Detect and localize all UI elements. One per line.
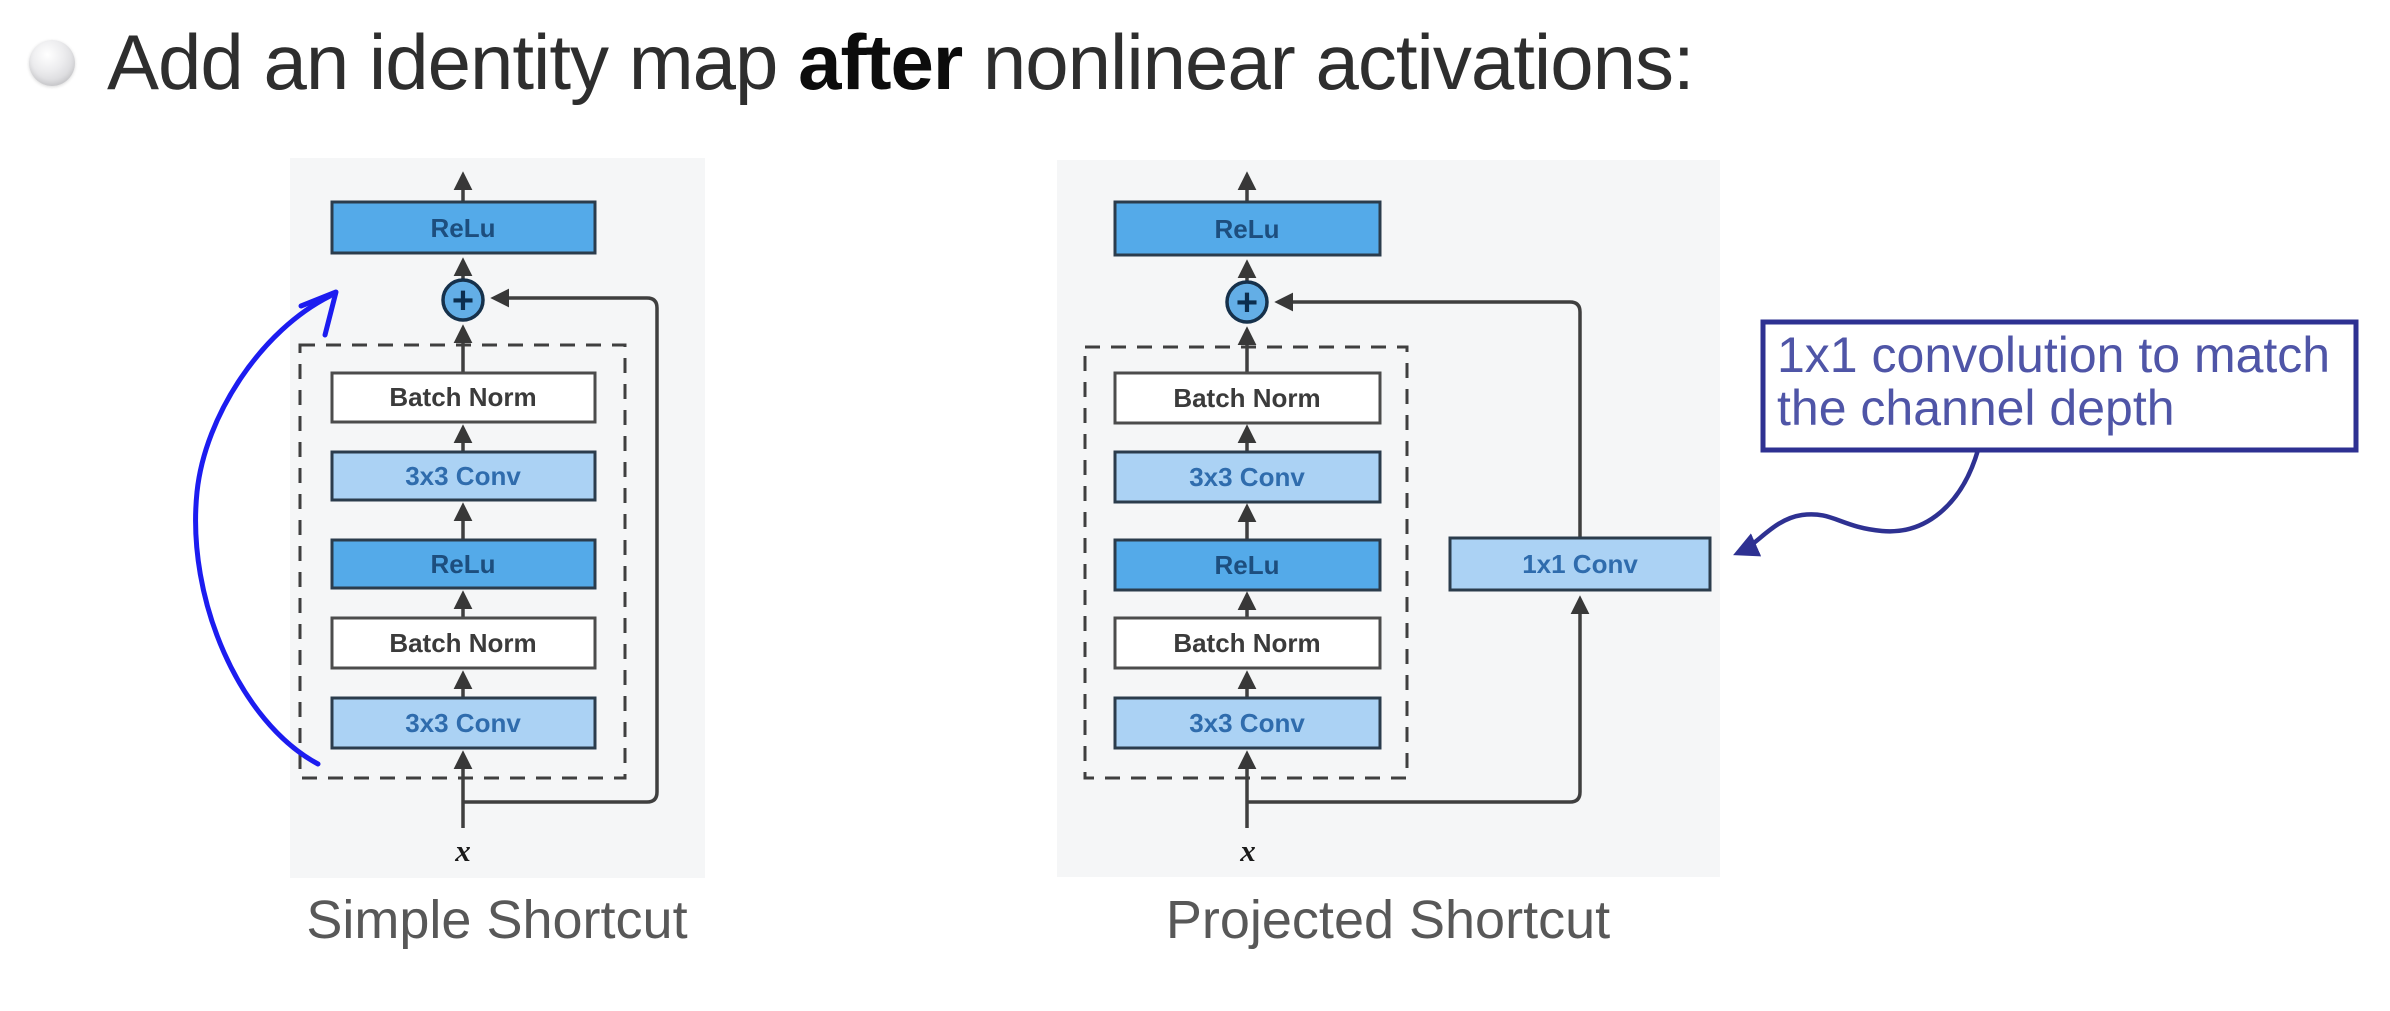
left-relu-label: ReLu bbox=[431, 549, 496, 579]
left-batchnorm-block-2 bbox=[330, 616, 597, 670]
left-add-symbol: + bbox=[452, 280, 474, 322]
projection-conv-label: 1x1 Conv bbox=[1522, 549, 1638, 579]
projection-conv-block bbox=[1448, 536, 1712, 592]
left-conv-label-2: 3x3 Conv bbox=[405, 708, 521, 738]
page-title: Add an identity map after nonlinear acti… bbox=[107, 21, 1695, 104]
right-caption: Projected Shortcut bbox=[1166, 890, 1610, 950]
annotation-box bbox=[1760, 319, 2359, 453]
left-input-label: x bbox=[454, 833, 471, 868]
simple-shortcut-diagram: ReLu + Batch Norm 3x3 Conv ReLu Batch No… bbox=[290, 158, 705, 950]
hand-drawn-arrowhead-icon bbox=[298, 289, 339, 338]
right-output-relu-block bbox=[1113, 200, 1382, 257]
left-batchnorm-block-1 bbox=[330, 371, 597, 424]
right-dashed-box bbox=[1083, 345, 1409, 780]
left-conv-block-1 bbox=[330, 450, 597, 502]
hand-drawn-arrow bbox=[193, 289, 339, 767]
annotation-line-2: the channel depth bbox=[1777, 380, 2175, 436]
right-relu-label: ReLu bbox=[1215, 550, 1280, 580]
left-output-relu-block bbox=[330, 200, 597, 255]
right-add-symbol: + bbox=[1236, 282, 1258, 324]
left-output-relu-label: ReLu bbox=[431, 213, 496, 243]
annotation-arrow bbox=[1733, 447, 1981, 557]
bullet-icon bbox=[29, 39, 75, 86]
right-output-relu-label: ReLu bbox=[1215, 214, 1280, 244]
left-batchnorm-label-2: Batch Norm bbox=[389, 628, 536, 658]
right-skip-upper bbox=[1274, 292, 1582, 538]
left-conv-label-1: 3x3 Conv bbox=[405, 461, 521, 491]
left-batchnorm-label-1: Batch Norm bbox=[389, 382, 536, 412]
right-conv-block-2 bbox=[1113, 696, 1382, 750]
annotation-line-1: 1x1 convolution to match bbox=[1777, 327, 2330, 383]
left-dashed-box bbox=[298, 343, 627, 780]
left-caption: Simple Shortcut bbox=[306, 890, 687, 950]
left-add-node bbox=[441, 278, 485, 322]
right-conv-block-1 bbox=[1113, 450, 1382, 504]
right-panel-background bbox=[1057, 160, 1720, 877]
left-panel-background bbox=[290, 158, 705, 878]
right-conv-label-2: 3x3 Conv bbox=[1189, 708, 1305, 738]
projected-shortcut-diagram: ReLu + Batch Norm 3x3 Conv ReLu Batch No… bbox=[1057, 160, 1720, 950]
left-conv-block-2 bbox=[330, 696, 597, 750]
right-batchnorm-label-1: Batch Norm bbox=[1173, 383, 1320, 413]
right-input-label: x bbox=[1239, 833, 1256, 868]
left-relu-block bbox=[330, 538, 597, 590]
title-row: Add an identity map after nonlinear acti… bbox=[29, 21, 1695, 104]
right-relu-block bbox=[1113, 538, 1382, 592]
right-batchnorm-label-2: Batch Norm bbox=[1173, 628, 1320, 658]
right-add-node bbox=[1225, 280, 1269, 324]
title-prefix: Add an identity map bbox=[107, 18, 799, 106]
title-suffix: nonlinear activations: bbox=[962, 18, 1695, 106]
right-batchnorm-block-1 bbox=[1113, 371, 1382, 425]
hand-drawn-arrow-shaft bbox=[193, 293, 333, 767]
right-conv-label-1: 3x3 Conv bbox=[1189, 462, 1305, 492]
right-batchnorm-block-2 bbox=[1113, 616, 1382, 670]
left-skip-connection bbox=[463, 288, 659, 804]
right-skip-lower bbox=[1247, 595, 1590, 804]
title-bold-word: after bbox=[798, 18, 963, 106]
annotation-callout: 1x1 convolution to match the channel dep… bbox=[1733, 319, 2359, 557]
